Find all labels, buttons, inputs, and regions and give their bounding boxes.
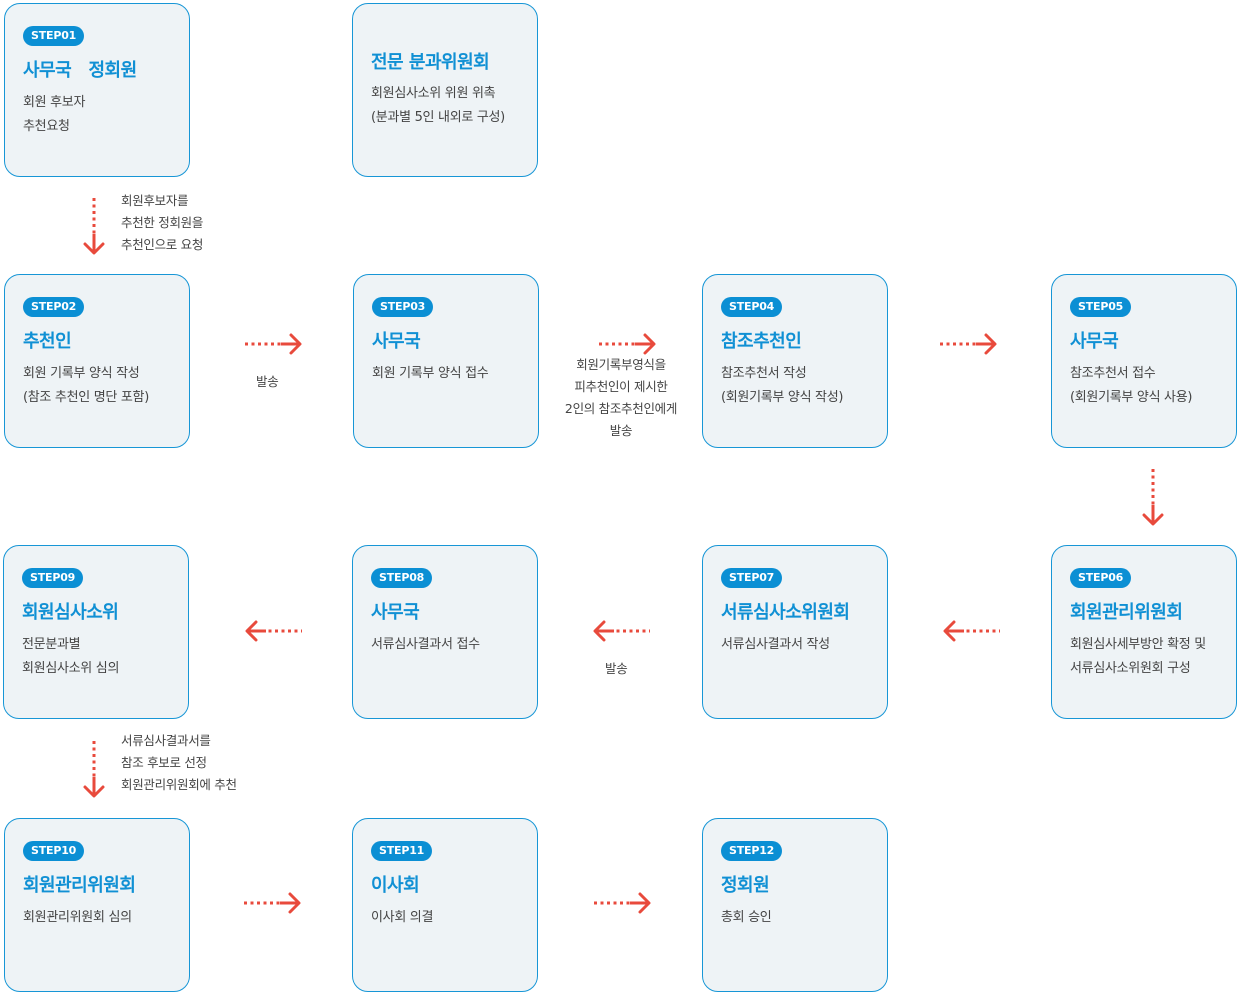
step-badge: STEP09 <box>22 568 84 588</box>
arrow-left-icon <box>245 620 302 642</box>
step08-box: STEP08 사무국 서류심사결과서 접수 <box>352 545 538 719</box>
arrow-right-icon <box>599 333 656 355</box>
arrow-right-icon <box>594 892 651 914</box>
step-title: 서류심사소위원회 <box>721 602 850 623</box>
step-description: 서류심사결과서 작성 <box>721 637 830 652</box>
arrow-left-icon <box>943 620 1000 642</box>
step-badge: STEP11 <box>371 841 433 861</box>
step-title: 사무국 <box>1070 331 1119 352</box>
step-badge: STEP06 <box>1070 568 1132 588</box>
step-badge: STEP03 <box>372 297 434 317</box>
step-title: 회원심사소위 <box>22 602 119 623</box>
step-title: 사무국 <box>371 602 420 623</box>
committee-box: 전문 분과위원회 회원심사소위 위원 위촉(분과별 5인 내외로 구성) <box>352 3 538 177</box>
step-badge: STEP04 <box>721 297 783 317</box>
note-step08-to-07: 발송 <box>605 661 628 676</box>
step-title: 추천인 <box>23 331 72 352</box>
step-description: 서류심사결과서 접수 <box>371 637 480 652</box>
committee-title: 전문 분과위원회 <box>371 52 490 73</box>
step-badge: STEP05 <box>1070 297 1132 317</box>
step12-box: STEP12 정회원 총회 승인 <box>702 818 888 992</box>
step07-box: STEP07 서류심사소위원회 서류심사결과서 작성 <box>702 545 888 719</box>
step-title: 참조추천인 <box>721 331 802 352</box>
step05-box: STEP05 사무국 참조추천서 접수(회원기록부 양식 사용) <box>1051 274 1237 448</box>
step-title: 사무국 정회원 <box>23 60 137 81</box>
step-description: 회원관리위원회 심의 <box>23 910 132 925</box>
step-badge: STEP08 <box>371 568 433 588</box>
step-title: 사무국 <box>372 331 421 352</box>
step-badge: STEP10 <box>23 841 85 861</box>
step-title: 회원관리위원회 <box>23 875 136 896</box>
step-description: 이사회 의결 <box>371 910 434 925</box>
step-badge: STEP02 <box>23 297 85 317</box>
arrow-left-icon <box>593 620 650 642</box>
step-description: 참조추천서 작성(회원기록부 양식 작성) <box>721 366 844 405</box>
step10-box: STEP10 회원관리위원회 회원관리위원회 심의 <box>4 818 190 992</box>
note-step02-to-03: 발송 <box>256 374 279 389</box>
committee-description: 회원심사소위 위원 위촉(분과별 5인 내외로 구성) <box>371 86 505 125</box>
step-title: 정회원 <box>721 875 770 896</box>
step-badge: STEP07 <box>721 568 783 588</box>
arrow-right-icon <box>940 333 997 355</box>
step-title: 이사회 <box>371 875 420 896</box>
step04-box: STEP04 참조추천인 참조추천서 작성(회원기록부 양식 작성) <box>702 274 888 448</box>
arrow-down-icon <box>1142 469 1164 526</box>
step-description: 회원 기록부 양식 접수 <box>372 366 489 381</box>
step-title: 회원관리위원회 <box>1070 602 1183 623</box>
step-description: 회원 기록부 양식 작성(참조 추천인 명단 포함) <box>23 366 149 405</box>
step03-box: STEP03 사무국 회원 기록부 양식 접수 <box>353 274 539 448</box>
arrow-down-icon <box>83 198 105 255</box>
arrow-right-icon <box>244 892 301 914</box>
step-description: 참조추천서 접수(회원기록부 양식 사용) <box>1070 366 1193 405</box>
step-badge: STEP12 <box>721 841 783 861</box>
step-badge: STEP01 <box>23 26 85 46</box>
step-description: 총회 승인 <box>721 910 772 925</box>
step02-box: STEP02 추천인 회원 기록부 양식 작성(참조 추천인 명단 포함) <box>4 274 190 448</box>
arrow-down-icon <box>83 741 105 798</box>
arrow-right-icon <box>245 333 302 355</box>
step11-box: STEP11 이사회 이사회 의결 <box>352 818 538 992</box>
